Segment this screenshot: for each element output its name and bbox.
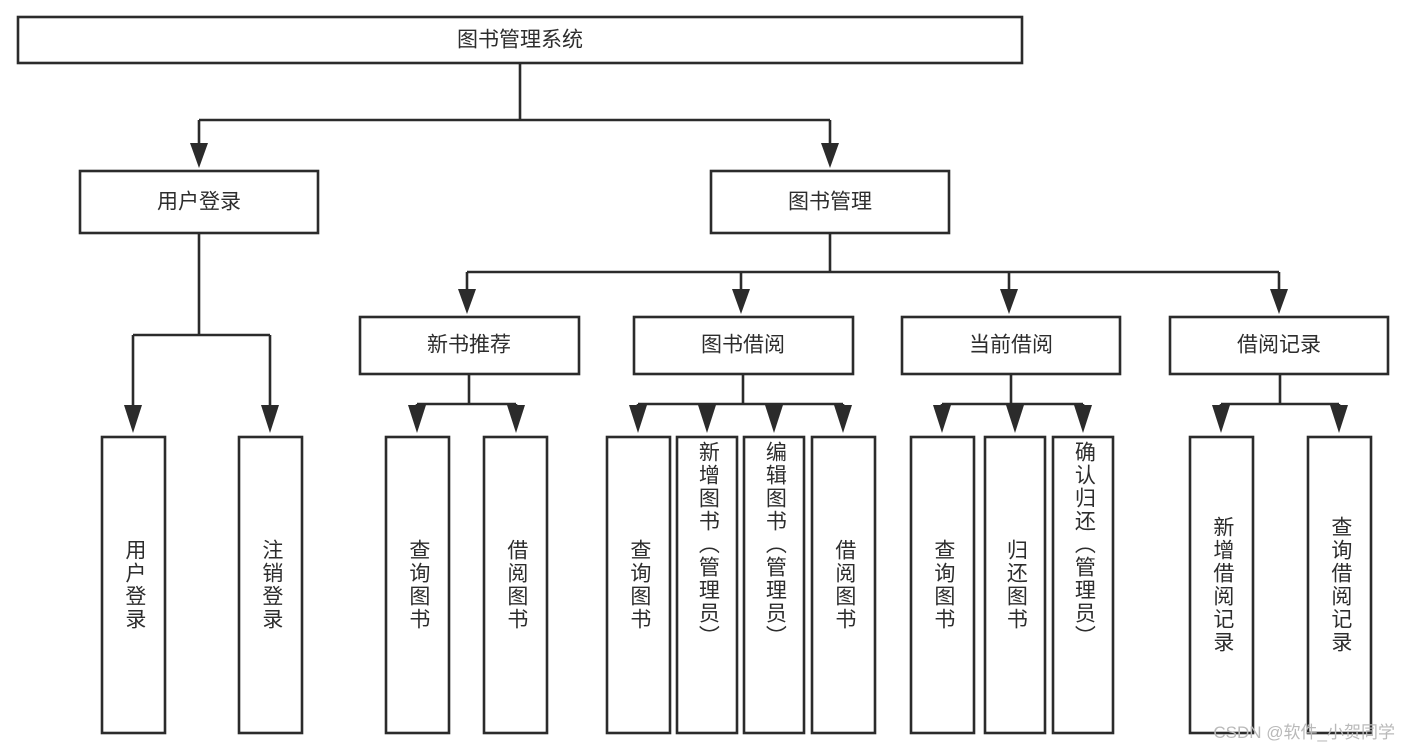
- node-user-login-box[interactable]: [78, 169, 320, 235]
- node-user-login-label: 用户登录: [157, 191, 241, 214]
- node-book-manage[interactable]: 图书管理: [709, 169, 951, 235]
- node-borrow-record-label: 借阅记录: [1237, 334, 1321, 357]
- node-new-book-recommend[interactable]: 新书推荐: [358, 315, 581, 376]
- node-book-manage-box[interactable]: [709, 169, 951, 235]
- node-root[interactable]: 图书管理系统: [16, 15, 1024, 65]
- arrow-head-leaf-user-login: [124, 405, 142, 433]
- leaf-box-edit-book-admin[interactable]: [742, 435, 806, 735]
- arrow-head-leaf-return-book: [1006, 405, 1024, 433]
- node-book-borrow-box[interactable]: [632, 315, 855, 376]
- leaf-box-return-book[interactable]: [983, 435, 1047, 735]
- node-borrow-record-box[interactable]: [1168, 315, 1390, 376]
- leaf-box-query-book-2[interactable]: [605, 435, 672, 735]
- leaf-box-query-book-3[interactable]: [909, 435, 976, 735]
- arrow-head-leaf-borrow-book-2: [834, 405, 852, 433]
- arrow-head-leaf-query-book-3: [933, 405, 951, 433]
- arrow-head-current-borrow: [1000, 289, 1018, 314]
- arrow-head-leaf-query-book-1: [408, 405, 426, 433]
- arrow-head-leaf-query-book-2: [629, 405, 647, 433]
- connector-group-new-book-recommend-to-leaves: [408, 374, 525, 433]
- arrow-head-book-manage: [821, 143, 839, 168]
- node-user-login[interactable]: 用户登录: [78, 169, 320, 235]
- arrow-head-leaf-confirm-return-admin: [1074, 405, 1092, 433]
- node-book-borrow[interactable]: 图书借阅: [632, 315, 855, 376]
- arrow-head-user-login: [190, 143, 208, 168]
- leaf-box-user-login[interactable]: [100, 435, 167, 735]
- connector-group-user-login-to-leaves: [124, 233, 279, 433]
- node-root-label: 图书管理系统: [457, 29, 583, 52]
- connector-group-borrow-record-to-leaves: [1212, 374, 1348, 433]
- arrow-head-book-borrow: [732, 289, 750, 314]
- connector-group-book-manage-to-level2: [458, 233, 1288, 314]
- node-current-borrow-label: 当前借阅: [969, 334, 1053, 357]
- arrow-head-leaf-add-book-admin: [698, 405, 716, 433]
- csdn-watermark: CSDN @软件_小贺同学: [1213, 723, 1395, 742]
- leaf-box-query-borrow-record[interactable]: [1306, 435, 1373, 735]
- arrow-head-leaf-add-borrow-record: [1212, 405, 1230, 433]
- node-new-book-recommend-label: 新书推荐: [427, 334, 511, 357]
- arrow-head-leaf-edit-book-admin: [765, 405, 783, 433]
- leaf-box-query-book-1[interactable]: [384, 435, 451, 735]
- leaf-box-borrow-book-2[interactable]: [810, 435, 877, 735]
- connector-group-book-borrow-to-leaves: [629, 374, 852, 433]
- connector-group-current-borrow-to-leaves: [933, 374, 1092, 433]
- node-book-manage-label: 图书管理: [788, 191, 872, 214]
- connector-group-root-to-level1: [190, 63, 839, 168]
- arrow-head-leaf-logout-login: [261, 405, 279, 433]
- node-borrow-record[interactable]: 借阅记录: [1168, 315, 1390, 376]
- arrow-head-leaf-borrow-book-1: [507, 405, 525, 433]
- leaf-box-add-borrow-record[interactable]: [1188, 435, 1255, 735]
- node-current-borrow-box[interactable]: [900, 315, 1122, 376]
- node-new-book-recommend-box[interactable]: [358, 315, 581, 376]
- arrow-head-leaf-query-borrow-record: [1330, 405, 1348, 433]
- node-current-borrow[interactable]: 当前借阅: [900, 315, 1122, 376]
- leaf-box-add-book-admin[interactable]: [675, 435, 739, 735]
- arrow-head-borrow-record: [1270, 289, 1288, 314]
- leaf-box-borrow-book-1[interactable]: [482, 435, 549, 735]
- arrow-head-new-book-recommend: [458, 289, 476, 314]
- leaf-box-confirm-return-admin[interactable]: [1051, 435, 1115, 735]
- node-book-borrow-label: 图书借阅: [701, 334, 785, 357]
- leaf-box-logout-login[interactable]: [237, 435, 304, 735]
- node-root-box[interactable]: [16, 15, 1024, 65]
